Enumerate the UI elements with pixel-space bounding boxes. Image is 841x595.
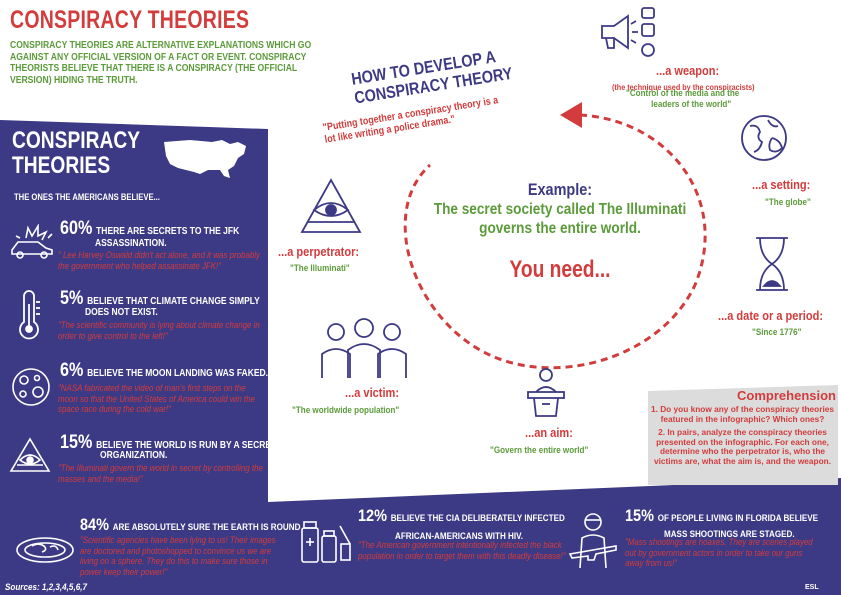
example-label: Example: (527, 180, 593, 199)
date-sub: "Since 1776" (752, 327, 802, 338)
bottom-stat-hiv-text: Believe the CIA deliberately infected (390, 513, 565, 524)
bottom-stat-hiv-pct: 12% (358, 506, 387, 525)
people-crowd-icon (321, 318, 407, 378)
moon-icon (12, 368, 50, 406)
weapon-sub: "Control of the media and the leaders of… (626, 88, 739, 110)
hourglass-icon (756, 237, 788, 291)
stat-climate-pct: 5% (60, 288, 84, 309)
stat-moon-quote: "NASA fabricated the video of man's firs… (58, 383, 255, 414)
illuminati-eye-icon (9, 437, 51, 472)
bottom-stat-florida-headline: 15% of people living in Florida believe (625, 506, 818, 526)
bottom-stat-florida-text2: mass shootings are staged. (664, 529, 795, 540)
stat-illuminati-text-line2: organization. (100, 450, 168, 461)
stat-jfk-quote: " Lee Harvey Oswald didn't act alone, an… (58, 250, 261, 271)
bottom-stat-earth-text: are absolutely sure the earth is round (112, 522, 301, 533)
stat-illuminati-pct: 15% (60, 432, 93, 453)
weapon-sub-line2: leaders of the world" (651, 99, 732, 110)
megaphone-media-icon (601, 7, 655, 57)
panel-title-line2: THEORIES (12, 152, 111, 179)
comprehension-box (648, 385, 838, 485)
stat-moon-text: Believe the moon landing was faked. (87, 368, 269, 379)
sources: Sources: 1,2,3,4,5,6,7 (5, 582, 87, 592)
stat-illuminati-quote: "The Illuminati govern the world in secr… (58, 463, 263, 484)
example-text-line2: governs the entire world. (479, 220, 641, 237)
bottom-stat-hiv-text2: African-Americans with HIV. (395, 531, 524, 542)
eye-pyramid-icon (300, 178, 362, 233)
bottom-stat-hiv-quote: "The American government intentionally i… (358, 540, 566, 561)
bottom-stat-florida-text-line2: mass shootings are staged. (664, 524, 795, 542)
weapon-head: ...a weapon: (656, 63, 720, 78)
globe-icon (741, 115, 787, 161)
left-panel (0, 120, 268, 510)
example-text-line1: The secret society called The Illuminati (433, 201, 687, 218)
setting-sub: "The globe" (765, 197, 811, 208)
panel-subtitle: The ones the Americans believe... (14, 192, 160, 202)
date-head: ...a date or a period: (718, 308, 824, 323)
weapon-sub-line1: "Control of the media and the (626, 88, 740, 99)
stat-moon-pct: 6% (60, 360, 84, 381)
setting-head: ...a setting: (752, 177, 811, 192)
comprehension-title: Comprehension (737, 388, 836, 403)
bottom-stat-earth-pct: 84% (80, 515, 109, 534)
stat-climate-text: Believe that climate change simply (87, 296, 260, 307)
stat-climate-quote: "The scientific community is lying about… (58, 320, 260, 341)
aim-sub: "Govern the entire world" (490, 445, 589, 456)
perpetrator-head: ...a perpetrator: (278, 244, 360, 259)
panel-title-line1: CONSPIRACY (12, 127, 141, 154)
bottom-stat-florida-quote: "Mass shootings are hoaxes. They are sce… (625, 537, 813, 568)
example-text: The secret society called The Illuminati… (416, 200, 705, 238)
gunman-icon (568, 513, 617, 569)
comprehension-question-2: 2. In pairs, analyze the conspiracy theo… (653, 427, 832, 466)
bottom-stat-hiv-headline: 12% Believe the CIA deliberately infecte… (358, 506, 565, 526)
stat-climate-headline: 5% Believe that climate change simply (60, 288, 260, 310)
flat-earth-icon (16, 537, 74, 563)
perpetrator-sub: "The Illuminati" (290, 263, 350, 274)
stat-illuminati-headline: 15% Believe the world is run by a secret (60, 432, 276, 454)
main-title: CONSPIRACY THEORIES (10, 6, 250, 34)
medicine-bottles-icon (301, 521, 351, 563)
aim-head: ...an aim: (525, 425, 573, 440)
intro-text: Conspiracy theories are alternative expl… (10, 40, 312, 86)
bottom-stat-hiv-text-line2: African-Americans with HIV. (395, 526, 523, 544)
explosion-car-icon (11, 224, 53, 259)
stat-jfk-pct: 60% (60, 218, 93, 239)
stat-illuminati-text: Believe the world is run by a secret (96, 440, 277, 451)
stat-moon-headline: 6% Believe the moon landing was faked. (60, 360, 268, 382)
weapon-note: (the technique used by the conspiracists… (612, 82, 755, 92)
podium-speaker-icon (527, 368, 565, 417)
usa-map-icon (164, 140, 246, 178)
comprehension-question-1: 1. Do you know any of the conspiracy the… (650, 404, 835, 424)
bottom-stat-florida-pct: 15% (625, 506, 654, 525)
victim-head: ...a victim: (345, 385, 400, 400)
credit-logo: ESL (805, 584, 819, 591)
stat-climate-text-line2: does not exist. (85, 307, 158, 318)
bottom-stat-florida-text: of people living in Florida believe (657, 513, 819, 524)
stat-jfk-text-line2: assassination. (95, 238, 167, 249)
victim-sub: "The worldwide population" (292, 405, 400, 416)
you-need: You need... (509, 256, 611, 283)
panel-title: CONSPIRACY THEORIES (12, 128, 140, 178)
bottom-stat-earth-quote: "Scientific agencies have been lying to … (80, 535, 276, 577)
bottom-stat-earth-headline: 84% are absolutely sure the earth is rou… (80, 515, 300, 535)
cycle-arrow (403, 102, 707, 370)
thermometer-icon (19, 290, 40, 340)
